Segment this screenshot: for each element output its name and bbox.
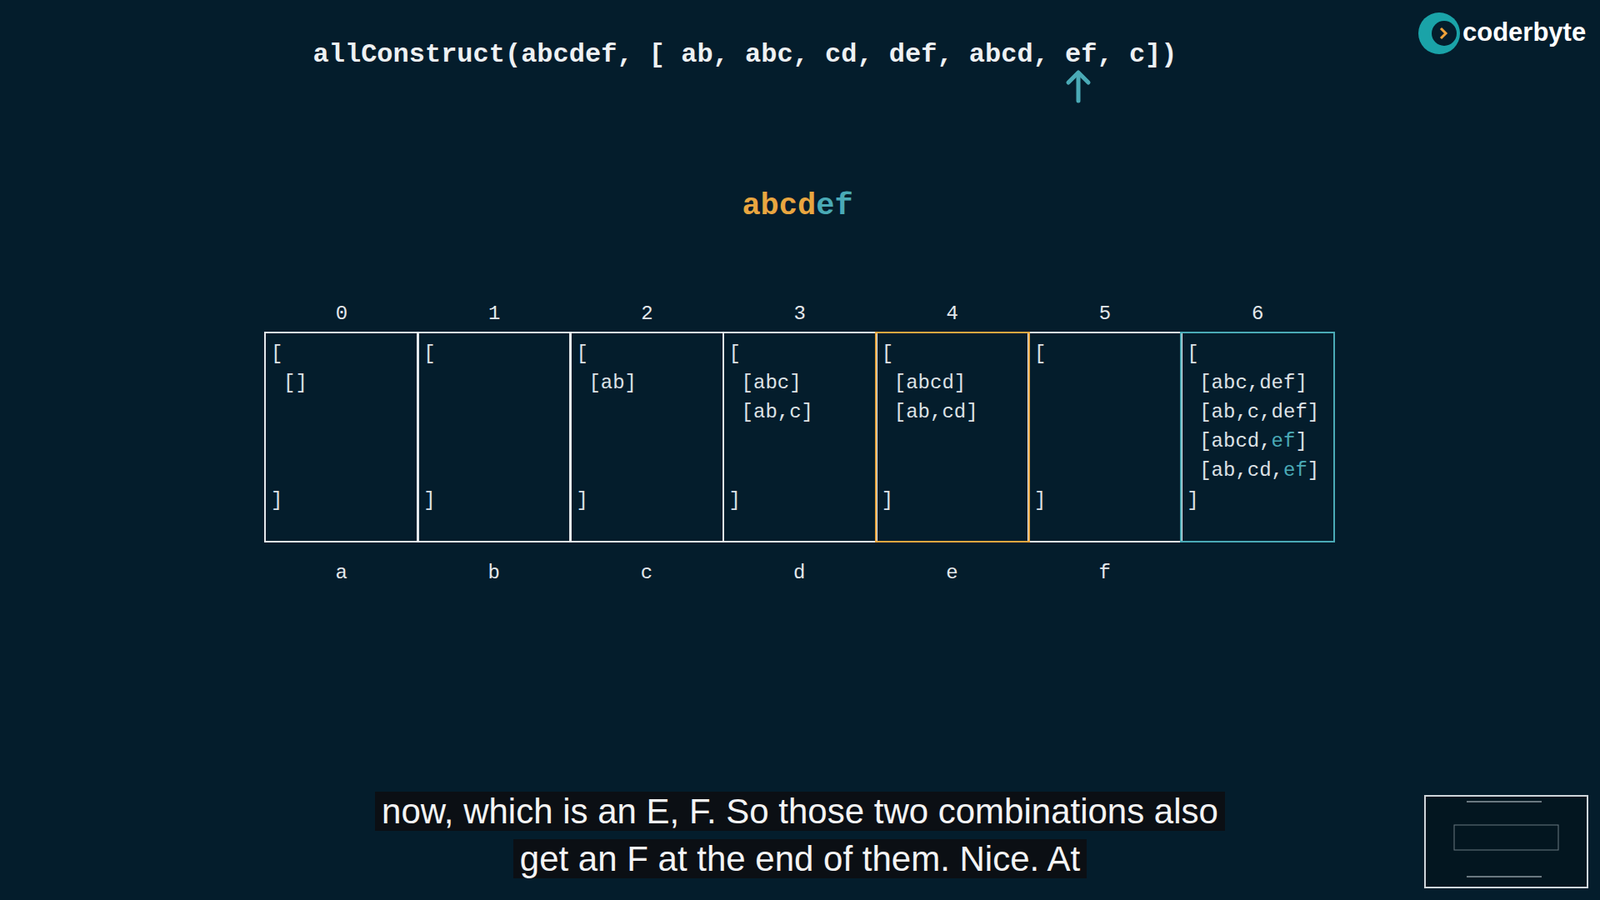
subtitle: now, which is an E, F. So those two comb… (350, 787, 1250, 883)
cell-index: 5 (1029, 301, 1181, 327)
string-letter: e (945, 560, 958, 586)
subtitle-text: now, which is an E, F. So those two comb… (375, 791, 1225, 879)
table-cell: 0[[]] (264, 331, 420, 543)
table-cell: 4[[abcd][ab,cd]] (875, 331, 1030, 543)
list-row: [ab,cd] (894, 397, 1024, 427)
cell-index: 3 (724, 301, 876, 327)
word-part: ef (815, 188, 853, 224)
word-part: abcd (741, 188, 816, 224)
close-bracket: ] (270, 485, 413, 515)
table-cell: 1[] (416, 331, 572, 543)
close-bracket: ] (881, 485, 1024, 515)
target-word: abcdef (741, 187, 853, 225)
close-bracket: ] (575, 485, 718, 515)
close-bracket: ] (1034, 485, 1176, 515)
list-row: [ab,c,def] (1199, 397, 1329, 427)
string-letter: d (793, 560, 805, 586)
cell-content: [[abc,def][ab,c,def][abcd,ef][ab,cd,ef]] (1181, 333, 1334, 541)
open-bracket: [ (729, 339, 871, 369)
cell-content: [] (1029, 333, 1181, 541)
table-cell: 5[] (1027, 331, 1183, 543)
table-cell: 2[[ab]] (569, 331, 725, 543)
title: allConstruct(abcdef, [ ab, abc, cd, def,… (313, 38, 1178, 72)
list-row: [ab,cd,ef] (1199, 455, 1329, 485)
open-bracket: [ (1034, 339, 1176, 369)
open-bracket: [ (575, 339, 718, 369)
list-row: [abc] (741, 368, 871, 398)
cell-index: 4 (876, 301, 1029, 327)
string-letter: f (1098, 560, 1110, 586)
open-bracket: [ (423, 339, 565, 369)
table-cell: 6[[abc,def][ab,c,def][abcd,ef][ab,cd,ef]… (1180, 331, 1335, 543)
logo-icon (1418, 12, 1460, 55)
close-bracket: ] (1186, 485, 1329, 515)
list-row: [abcd] (894, 368, 1024, 398)
list-row: [] (283, 368, 413, 398)
cell-index: 6 (1181, 301, 1334, 327)
cell-content: [[abcd][ab,cd]] (876, 333, 1029, 541)
list-row: [abcd,ef] (1199, 426, 1329, 456)
close-bracket: ] (729, 485, 871, 515)
list-row: [ab] (588, 368, 718, 398)
cell-content: [[abc][ab,c]] (724, 333, 876, 541)
cell-content: [[ab]] (570, 333, 723, 541)
cell-index: 1 (418, 301, 570, 327)
string-letter: c (640, 560, 653, 586)
pointer-arrow (1068, 72, 1089, 101)
cell-index: 2 (570, 301, 723, 327)
list-row: [ab,c] (741, 397, 871, 427)
logo-text: coderbyte (1462, 16, 1586, 49)
open-bracket: [ (270, 339, 413, 369)
open-bracket: [ (1186, 339, 1329, 369)
table-cell: 3[[abc][ab,c]] (722, 331, 878, 543)
cell-index: 0 (265, 301, 418, 327)
string-letter: a (335, 560, 347, 586)
cell-content: [[]] (265, 333, 418, 541)
close-bracket: ] (423, 485, 565, 515)
cell-content: [] (418, 333, 570, 541)
list-row: [abc,def] (1199, 368, 1329, 398)
string-letter: b (488, 560, 500, 586)
open-bracket: [ (881, 339, 1024, 369)
video-thumbnail (1425, 795, 1588, 888)
